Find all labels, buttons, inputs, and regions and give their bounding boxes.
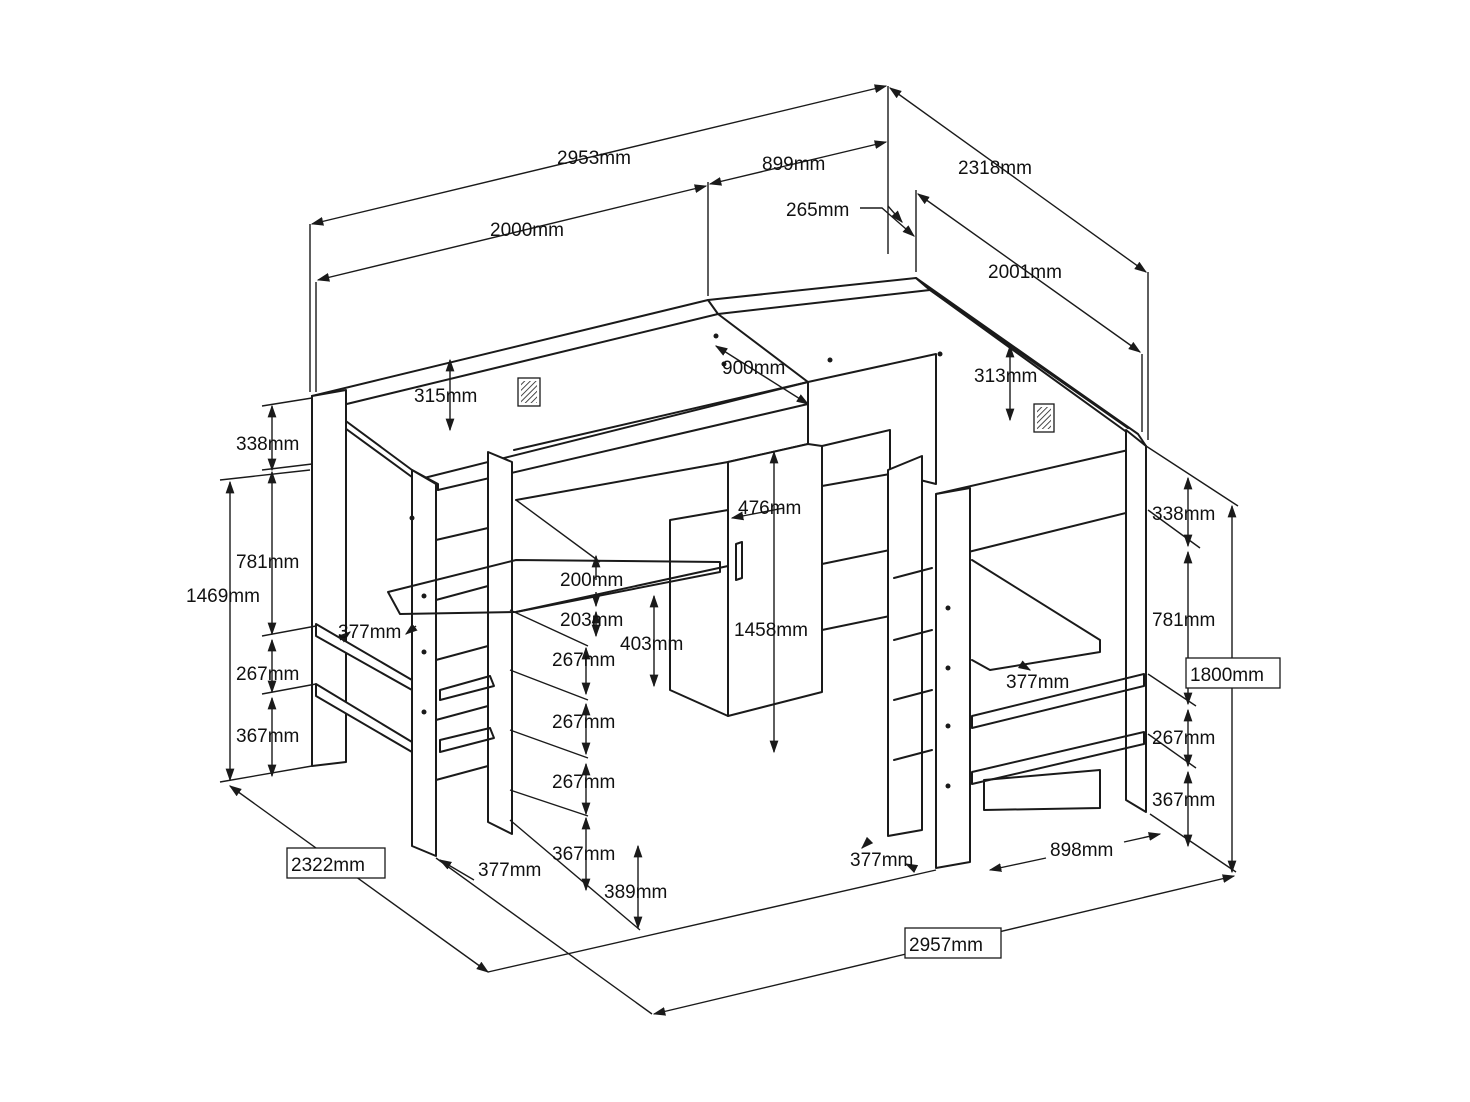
label-313: 313mm — [974, 366, 1037, 387]
label-1800: 1800mm — [1190, 665, 1264, 686]
label-1458: 1458mm — [734, 620, 808, 641]
label-781-left: 781mm — [236, 552, 299, 573]
label-1800-box — [1185, 657, 1281, 689]
label-403: 403mm — [620, 634, 683, 655]
label-898: 898mm — [1050, 840, 1113, 861]
label-203: 203mm — [560, 610, 623, 631]
label-1469: 1469mm — [186, 586, 260, 607]
label-377-bottom-right: 377mm — [850, 850, 913, 871]
dimension-labels: 2953mm 899mm 2318mm 2000mm 265mm 2001mm … — [186, 148, 1281, 959]
label-2001: 2001mm — [988, 262, 1062, 283]
label-267-left: 267mm — [236, 664, 299, 685]
label-267-right: 267mm — [1152, 728, 1215, 749]
label-2953: 2953mm — [557, 148, 631, 169]
label-367-left: 367mm — [236, 726, 299, 747]
label-2957-box — [904, 927, 1002, 959]
label-267-center-2: 267mm — [552, 712, 615, 733]
label-781-right: 781mm — [1152, 610, 1215, 631]
dimension-lines — [219, 84, 1239, 1016]
label-377-bottom-left: 377mm — [478, 860, 541, 881]
label-315: 315mm — [414, 386, 477, 407]
label-267-center-3: 267mm — [552, 772, 615, 793]
label-367-right: 367mm — [1152, 790, 1215, 811]
label-267-center-1: 267mm — [552, 650, 615, 671]
label-338-left: 338mm — [236, 434, 299, 455]
label-2322: 2322mm — [291, 855, 365, 876]
label-2318: 2318mm — [958, 158, 1032, 179]
label-367-center: 367mm — [552, 844, 615, 865]
label-2000: 2000mm — [490, 220, 564, 241]
label-389: 389mm — [604, 882, 667, 903]
label-338-right: 338mm — [1152, 504, 1215, 525]
label-2322-box — [286, 847, 386, 879]
label-2957: 2957mm — [909, 935, 983, 956]
label-200: 200mm — [560, 570, 623, 591]
label-476: 476mm — [738, 498, 801, 519]
label-899: 899mm — [762, 154, 825, 175]
label-377-left-shelf: 377mm — [338, 622, 401, 643]
label-900: 900mm — [722, 358, 785, 379]
label-377-right-shelf: 377mm — [1006, 672, 1069, 693]
label-265: 265mm — [786, 200, 849, 221]
